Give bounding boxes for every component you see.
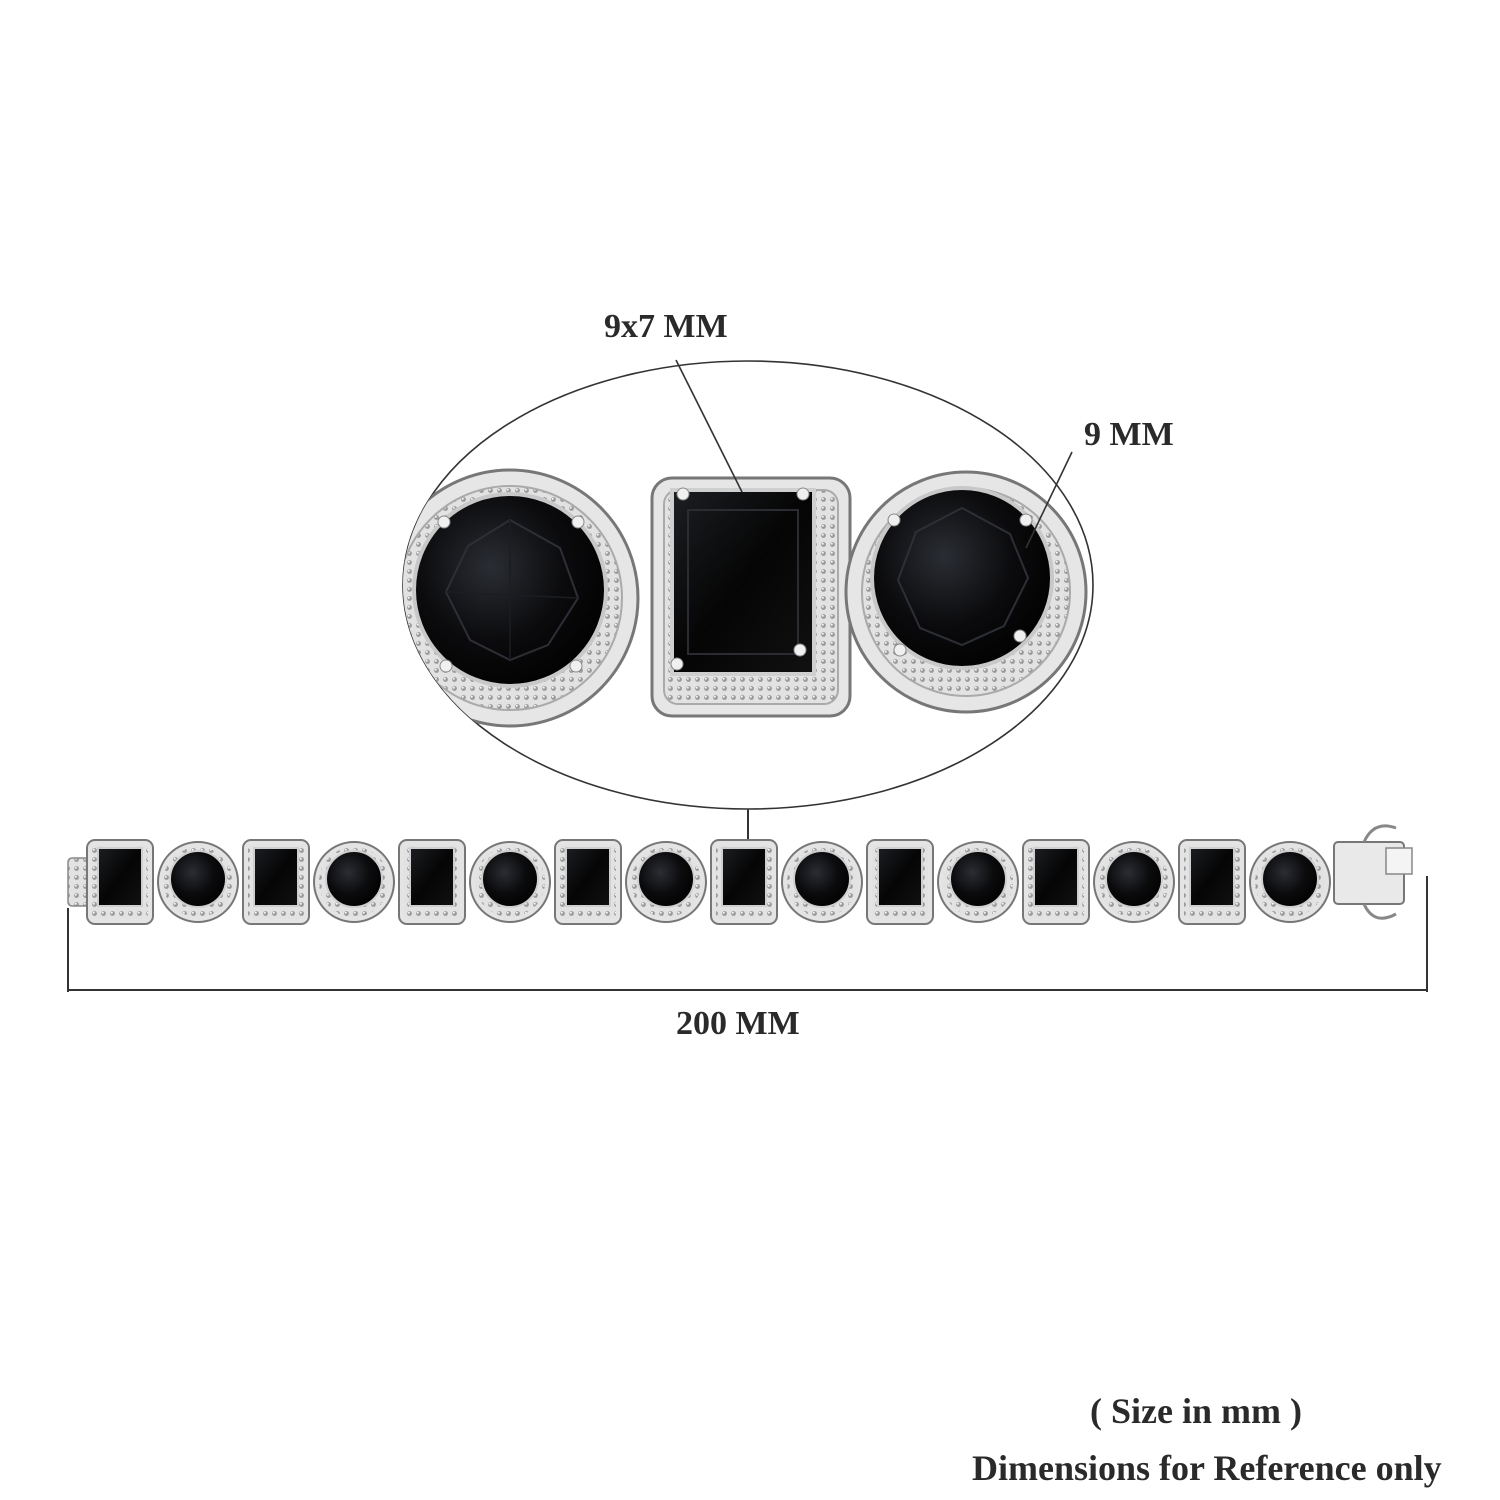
bracelet-link-rect <box>866 839 934 925</box>
zoom-round-link-left <box>403 468 640 728</box>
bracelet-link-round <box>1093 841 1175 923</box>
bracelet-link-round <box>781 841 863 923</box>
bracelet-link-rect <box>1178 839 1246 925</box>
round-stone-size-label: 9 MM <box>1084 416 1174 453</box>
bracelet-link-rect <box>242 839 310 925</box>
bracelet-link-rect <box>554 839 622 925</box>
total-length-label: 200 MM <box>676 1005 800 1042</box>
bracelet-link-round <box>469 841 551 923</box>
reference-disclaimer: Dimensions for Reference only <box>972 1448 1442 1488</box>
zoom-detail <box>403 468 1088 728</box>
center-stone-size-label: 9x7 MM <box>604 308 728 345</box>
bracelet-link-rect <box>398 839 466 925</box>
leader-line-rect <box>675 359 743 493</box>
bracelet-link-round <box>313 841 395 923</box>
length-bracket <box>67 876 1428 992</box>
bracelet-link-round <box>625 841 707 923</box>
bracelet-link-rect <box>86 839 154 925</box>
zoom-rect-link-center <box>650 476 852 718</box>
unit-note: ( Size in mm ) <box>1090 1391 1302 1431</box>
bracelet-link-round <box>937 841 1019 923</box>
bracelet-link-round <box>157 841 239 923</box>
leader-line-round <box>1025 451 1073 549</box>
zoom-round-link-right <box>844 470 1088 714</box>
bracelet-link-rect <box>710 839 778 925</box>
bracelet-link-rect <box>1022 839 1090 925</box>
bracelet-chain <box>67 824 1413 925</box>
bracelet-link-round <box>1249 841 1331 923</box>
bracelet-clasp <box>1333 824 1413 920</box>
